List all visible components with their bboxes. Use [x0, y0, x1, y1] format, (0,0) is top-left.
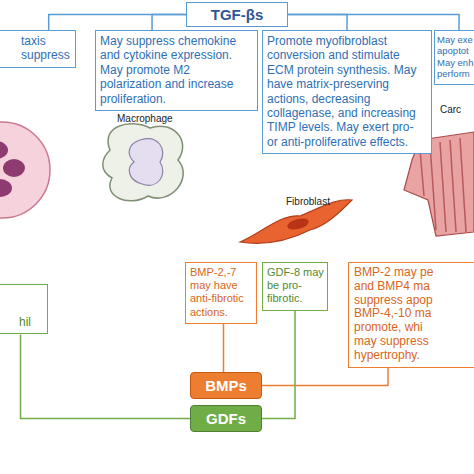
- fibroblast-nucleus: [286, 216, 310, 231]
- neutrophil-nucleus: [0, 179, 12, 197]
- effect-box: BMP-2,-7 may have anti-fibrotic actions.: [185, 262, 257, 324]
- effect-box: hil: [0, 284, 48, 334]
- connector-line: [152, 15, 186, 31]
- box-text: GDF-8 may be pro-fibrotic.: [267, 266, 324, 306]
- box-text: taxis suppress: [21, 34, 72, 63]
- effect-box: May exe apoptot May enh perform: [434, 30, 474, 85]
- box-text: BMP-2,-7 may have anti-fibrotic actions.: [190, 266, 253, 319]
- neutrophil-cell: [0, 122, 50, 218]
- effect-box: Promote myofibroblast conversion and sti…: [262, 30, 432, 154]
- neutrophil-nucleus: [3, 159, 25, 177]
- effect-box: taxis suppress: [0, 30, 76, 68]
- box-text: BMP-2 may pe and BMP4 ma suppress apop B…: [354, 266, 447, 363]
- connector-line: [49, 15, 186, 31]
- neutrophil-nucleus: [0, 141, 8, 159]
- box-text: hil: [19, 315, 43, 329]
- connector-line: [288, 15, 459, 31]
- box-text: Promote myofibroblast conversion and sti…: [267, 34, 427, 149]
- connector-line: [223, 324, 225, 372]
- box-text: May exe apoptot May enh perform: [437, 34, 474, 80]
- connector-line: [262, 311, 295, 419]
- cell-label: Carc: [440, 104, 461, 115]
- cell-label: Fibroblast: [286, 196, 330, 207]
- source-box: TGF-βs: [186, 2, 288, 27]
- family-box: GDFs: [190, 405, 262, 432]
- box-text: TGF-βs: [211, 6, 264, 24]
- effect-box: BMP-2 may pe and BMP4 ma suppress apop B…: [348, 262, 474, 368]
- family-box: BMPs: [190, 372, 262, 399]
- connector-line: [288, 15, 347, 31]
- effect-box: May suppress chemokine and cytokine expr…: [95, 30, 258, 111]
- box-text: BMPs: [205, 377, 247, 395]
- connector-line: [262, 368, 388, 386]
- macrophage-cell: [103, 124, 183, 201]
- effect-box: GDF-8 may be pro-fibrotic.: [262, 262, 328, 311]
- box-text: GDFs: [206, 410, 246, 428]
- box-text: May suppress chemokine and cytokine expr…: [100, 34, 253, 106]
- macrophage-nucleus: [129, 139, 163, 186]
- connector-line: [21, 334, 191, 418]
- cell-label: Macrophage: [117, 113, 173, 124]
